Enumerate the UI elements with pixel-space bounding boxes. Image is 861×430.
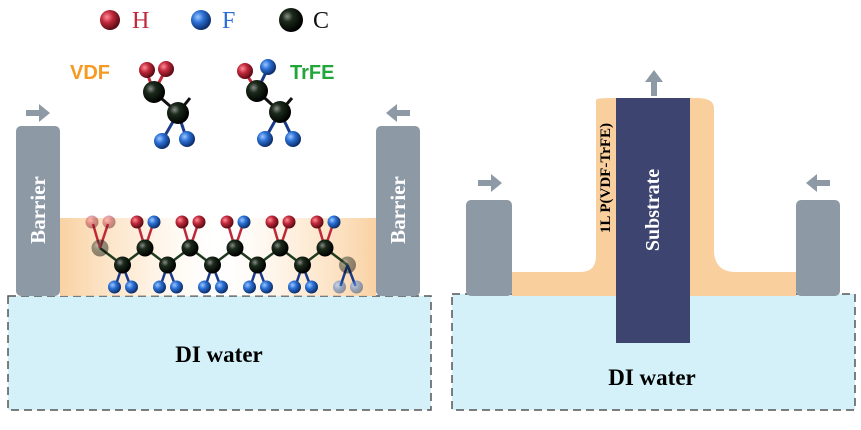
c-atom	[159, 256, 176, 274]
h-atom	[265, 215, 279, 229]
legend-h-label: H	[132, 8, 149, 34]
c-atom	[226, 239, 244, 257]
f-atom	[260, 280, 273, 294]
vdf-molecule	[139, 61, 195, 149]
h-atom	[192, 215, 206, 229]
c-atom	[181, 239, 199, 257]
f-atom	[333, 280, 346, 294]
arrow-right-icon	[26, 104, 50, 122]
h-atom	[237, 215, 251, 229]
water-left	[7, 295, 432, 411]
barrier-left-label: Barrier	[26, 176, 50, 244]
f-atom	[170, 280, 183, 294]
f-atom	[125, 280, 138, 294]
barrier-right-panel-left	[466, 200, 512, 296]
barrier-right	[376, 126, 420, 296]
substrate	[616, 98, 690, 343]
c-atom	[271, 239, 289, 257]
arrow-up-icon	[645, 70, 663, 96]
c-atom	[136, 239, 154, 257]
h-atom	[85, 215, 99, 229]
water-left-label: DI water	[175, 342, 263, 367]
polymer-chain	[85, 215, 363, 294]
barrier-left	[16, 126, 60, 296]
c-atom	[204, 256, 221, 274]
legend-c-icon	[279, 8, 303, 32]
c-atom	[339, 256, 356, 274]
f-atom	[108, 280, 121, 294]
f-atom	[215, 280, 228, 294]
arrow-left-icon-2	[806, 174, 830, 192]
arrow-right-icon-2	[478, 174, 502, 192]
trfe-molecule	[237, 59, 301, 147]
h-atom	[327, 215, 341, 229]
f-atom	[198, 280, 211, 294]
c-atom	[91, 239, 109, 257]
h-atom	[282, 215, 296, 229]
legend-f-label: F	[222, 8, 235, 34]
substrate-label: Substrate	[642, 169, 664, 251]
h-atom	[130, 215, 144, 229]
c-atom	[316, 239, 334, 257]
f-atom	[350, 280, 363, 294]
legend-h-icon	[100, 10, 120, 30]
water-right-label: DI water	[608, 365, 696, 390]
f-atom	[153, 280, 166, 294]
f-atom	[305, 280, 318, 294]
atom-legend: H F C	[100, 8, 329, 34]
trfe-label: TrFE	[290, 62, 334, 84]
c-atom	[294, 256, 311, 274]
vdf-label: VDF	[70, 62, 110, 84]
legend-c-label: C	[313, 8, 329, 34]
h-atom	[102, 215, 116, 229]
f-atom	[288, 280, 301, 294]
legend-f-icon	[191, 10, 211, 30]
h-atom	[175, 215, 189, 229]
f-atom	[243, 280, 256, 294]
film-label: 1L P(VDF-TrFE)	[598, 123, 614, 233]
arrow-left-icon	[386, 104, 410, 122]
c-atom	[114, 256, 131, 274]
h-atom	[220, 215, 234, 229]
barrier-right-panel-right	[796, 200, 840, 296]
barrier-right-label: Barrier	[386, 176, 410, 244]
c-atom	[249, 256, 266, 274]
h-atom	[310, 215, 324, 229]
h-atom	[147, 215, 161, 229]
